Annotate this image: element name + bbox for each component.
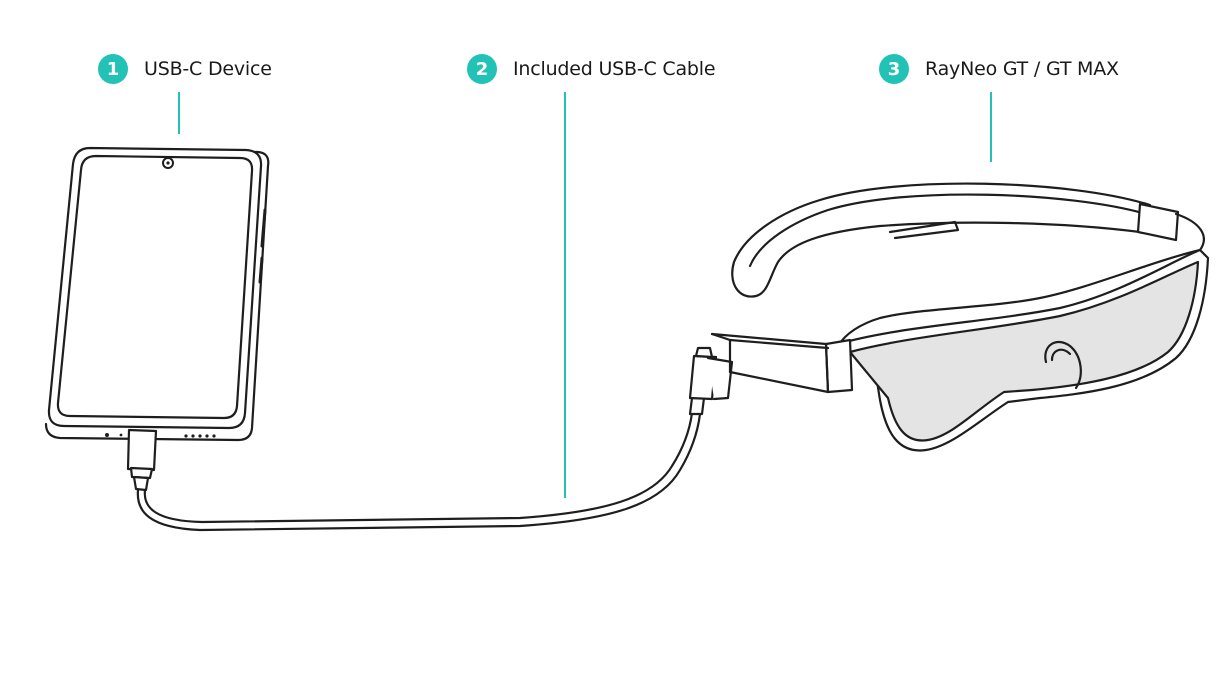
leader-line-1 <box>178 92 180 134</box>
callout-label: Included USB-C Cable <box>513 58 716 80</box>
callout-2: 2 Included USB-C Cable <box>467 52 716 86</box>
step-number-badge: 3 <box>879 54 909 84</box>
step-number-badge: 1 <box>98 54 128 84</box>
callout-1: 1 USB-C Device <box>98 52 272 86</box>
leader-line-3 <box>990 92 992 162</box>
smartphone-illustration <box>44 146 270 442</box>
callout-label: USB-C Device <box>144 58 272 80</box>
usb-c-cable-illustration <box>126 346 734 532</box>
callout-label: RayNeo GT / GT MAX <box>925 58 1119 80</box>
leader-line-2 <box>564 92 566 498</box>
callout-3: 3 RayNeo GT / GT MAX <box>879 52 1119 86</box>
ar-glasses-illustration <box>710 182 1210 452</box>
step-number-badge: 2 <box>467 54 497 84</box>
